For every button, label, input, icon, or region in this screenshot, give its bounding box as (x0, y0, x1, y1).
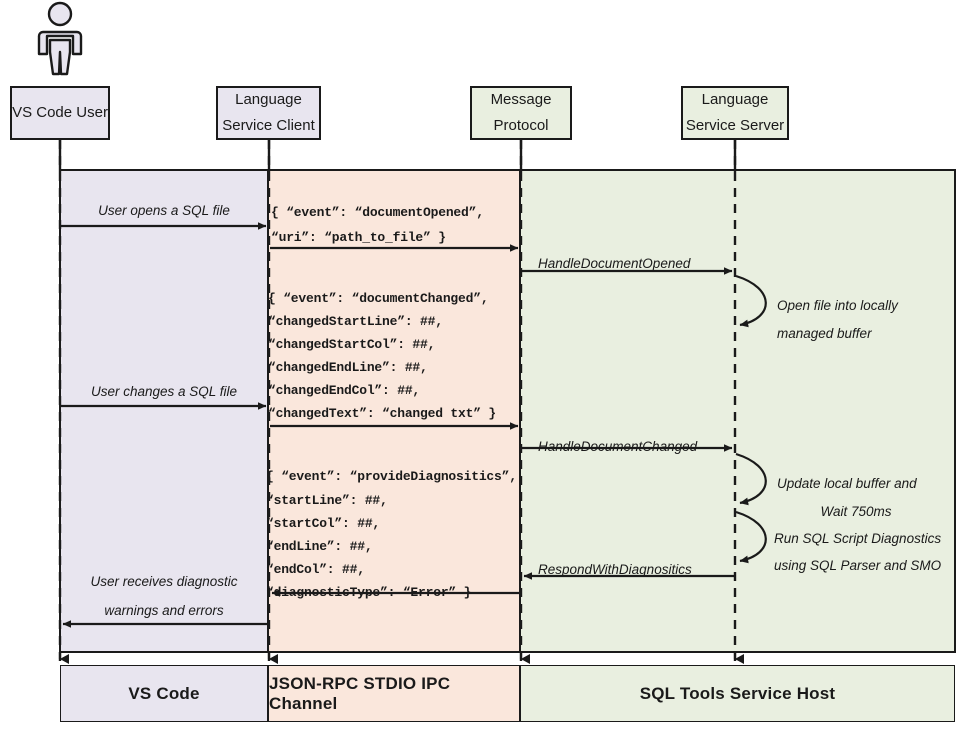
label-user-opens: User opens a SQL file (98, 203, 230, 218)
label-handle-document-opened: HandleDocumentOpened (538, 256, 691, 271)
participant-label-protocol-line2: Protocol (493, 117, 549, 134)
label-user-receives-line2: warnings and errors (104, 603, 224, 618)
footer-label-sqltools: SQL Tools Service Host (639, 683, 836, 703)
label-handle-document-changed: HandleDocumentChanged (538, 439, 698, 454)
payload-document-changed-line1: { “event”: “documentChanged”, (268, 291, 489, 306)
note-update-buffer-line2: Wait 750ms (820, 504, 892, 519)
footer-band-jsonrpc[interactable]: JSON-RPC STDIO IPC Channel (268, 665, 520, 722)
payload-document-opened-line2: “uri”: “path_to_file” } (271, 230, 446, 245)
payload-provide-diagnositics-line1: { “event”: “provideDiagnositics”, (266, 469, 517, 484)
participant-box-server[interactable]: Language Service Server (681, 86, 789, 140)
participant-box-user[interactable]: VS Code User (10, 86, 110, 140)
participant-label-user-line1: VS Code User (12, 103, 108, 121)
footer-label-jsonrpc: JSON-RPC STDIO IPC Channel (269, 673, 451, 713)
participant-box-protocol[interactable]: Message Protocol (470, 86, 572, 140)
label-user-receives-line1: User receives diagnostic (90, 574, 238, 589)
note-run-diagnostics-line2: using SQL Parser and SMO (774, 558, 942, 573)
note-update-buffer-line1: Update local buffer and (777, 476, 917, 491)
payload-document-changed-line5: “changedEndCol”: ##, (268, 383, 421, 398)
person-icon (37, 1, 83, 76)
participant-label-client-line2: Service Client (222, 117, 315, 134)
label-respond-with-diagnositics: RespondWithDiagnositics (538, 562, 692, 577)
participant-label-protocol-line1: Message (490, 90, 552, 108)
footer-band-vscode[interactable]: VS Code (60, 665, 268, 722)
note-open-file-line2: managed buffer (777, 326, 872, 341)
participant-label-server-line2: Service Server (685, 117, 785, 134)
payload-provide-diagnositics-line6: “diagnosticType”: “Error” } (266, 585, 472, 600)
footer-label-vscode: VS Code (128, 683, 200, 703)
participant-box-client[interactable]: Language Service Client (216, 86, 321, 140)
footer-lifeline-arrows (58, 652, 745, 665)
payload-document-changed-line6: “changedText”: “changed txt” } (268, 406, 497, 421)
payload-provide-diagnositics-line4: “endLine”: ##, (266, 539, 373, 554)
payload-document-changed-line3: “changedStartCol”: ##, (268, 337, 436, 352)
payload-document-opened-line1: { “event”: “documentOpened”, (271, 205, 484, 220)
payload-provide-diagnositics-line2: “startLine”: ##, (266, 493, 388, 508)
label-user-changes: User changes a SQL file (90, 384, 238, 399)
footer-band-sqltools[interactable]: SQL Tools Service Host (520, 665, 955, 722)
payload-document-changed-line4: “changedEndLine”: ##, (268, 360, 428, 375)
payload-provide-diagnositics-line3: “startCol”: ##, (266, 516, 381, 531)
participant-label-server-line1: Language (701, 90, 769, 108)
note-run-diagnostics-line1: Run SQL Script Diagnostics (774, 531, 942, 546)
payload-provide-diagnositics-line5: “endCol”: ##, (266, 562, 365, 577)
note-open-file-line1: Open file into locally (777, 298, 898, 313)
payload-document-changed-line2: “changedStartLine”: ##, (268, 314, 443, 329)
participant-label-client-line1: Language (235, 90, 302, 108)
